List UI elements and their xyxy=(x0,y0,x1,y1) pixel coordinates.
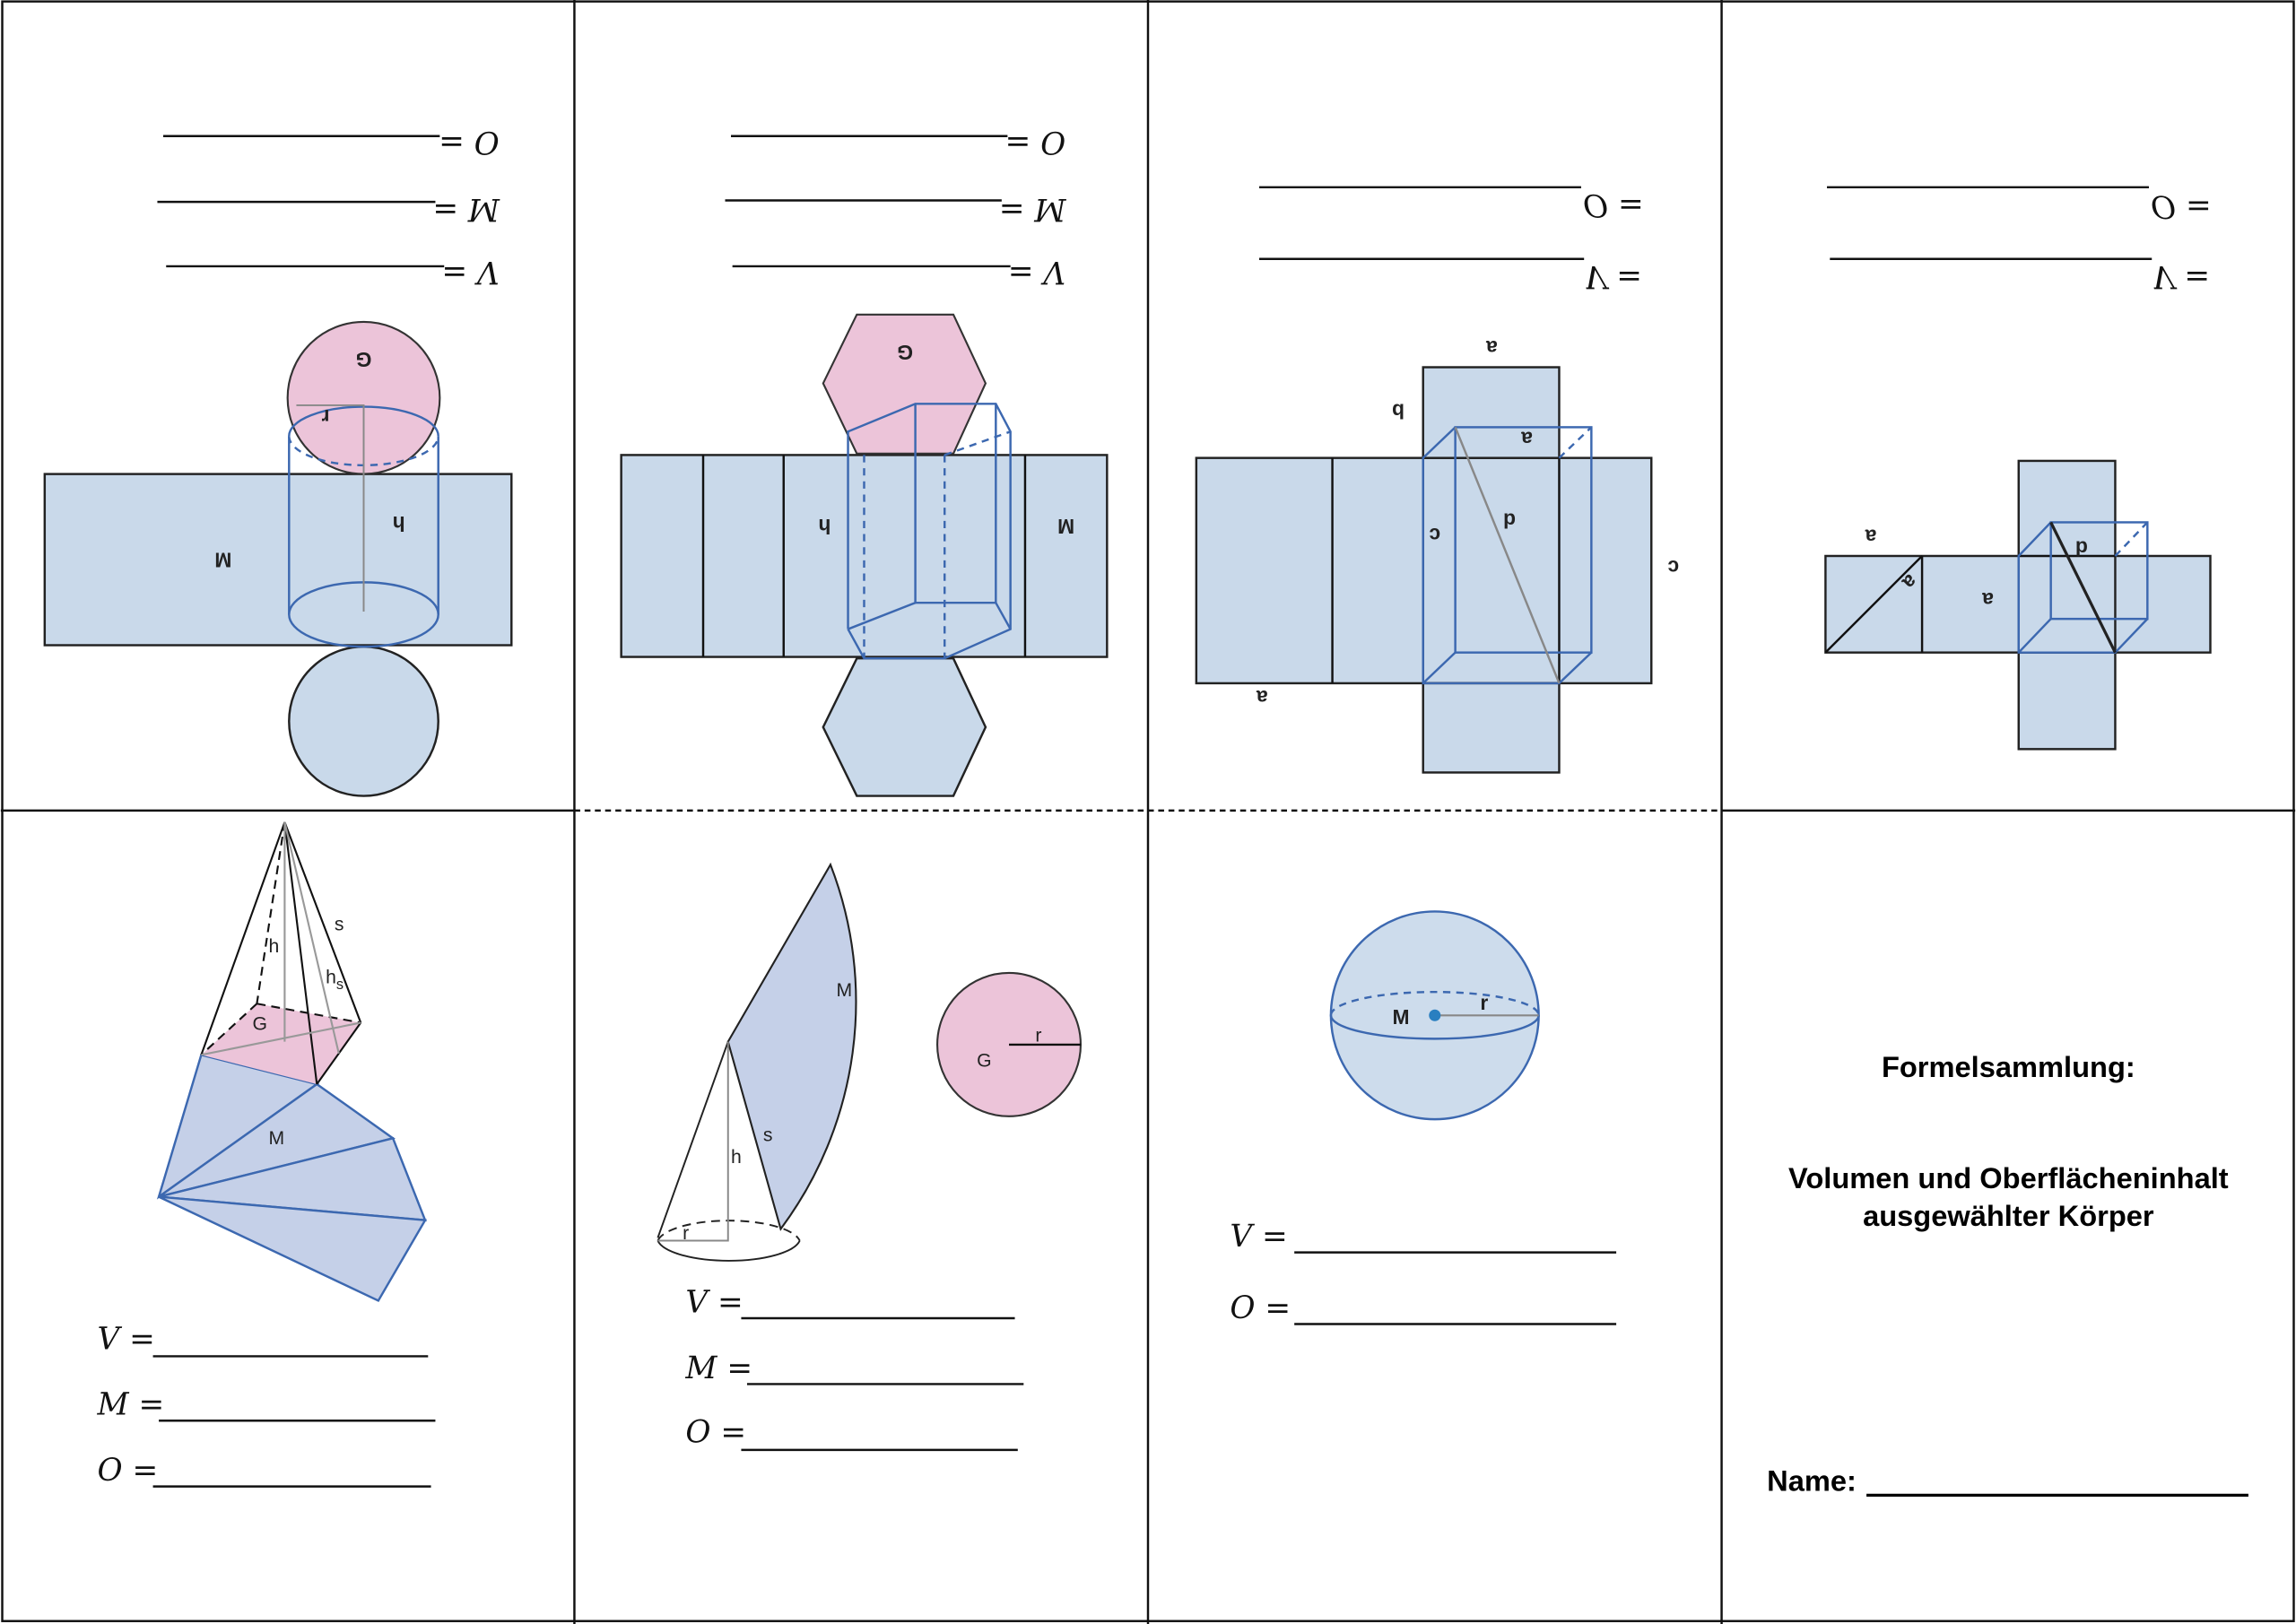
label-g: G xyxy=(977,1050,991,1071)
label-h: h xyxy=(393,512,405,535)
cube-3d-drawing xyxy=(2017,521,2149,654)
pyramid-v-label: V = xyxy=(98,1321,155,1357)
hex-prism-cell: O = M = V = G h M xyxy=(620,124,1109,797)
cover-title: Formelsammlung: xyxy=(1882,1050,2135,1083)
cube-v-label: V = xyxy=(2152,258,2210,294)
pyramid-m-label: M = xyxy=(97,1387,165,1423)
label-a: a xyxy=(1486,336,1498,360)
cylinder-3d-drawing xyxy=(288,404,439,648)
cone-m-label: M = xyxy=(684,1350,752,1386)
label-h: h xyxy=(818,515,831,538)
label-g: G xyxy=(253,1014,267,1035)
cone-3d-drawing xyxy=(657,1041,801,1262)
cuboid-o-label: O = xyxy=(1583,187,1644,222)
label-a: a xyxy=(1982,588,1994,612)
cone-v-label: V = xyxy=(685,1284,743,1320)
pyramid-cell: s h hs G M V = M = O = xyxy=(97,821,436,1489)
sphere-cell: M r V = O = xyxy=(1230,910,1617,1326)
label-c: c xyxy=(1667,556,1679,579)
label-r: r xyxy=(1035,1026,1041,1046)
label-r: r xyxy=(1480,991,1488,1014)
label-d: d xyxy=(1503,509,1516,533)
name-label: Name: xyxy=(1767,1464,1857,1498)
cylinder-lateral-surface xyxy=(43,473,513,647)
cuboid-v-label: V = xyxy=(1585,258,1642,294)
label-h: h xyxy=(731,1147,742,1168)
cylinder-v-label: V = xyxy=(441,254,499,290)
label-s: s xyxy=(335,915,344,935)
prism-base-bottom xyxy=(822,656,987,797)
label-m: M xyxy=(836,980,852,1001)
prism-v-label: V = xyxy=(1008,254,1065,290)
cone-o-label: O = xyxy=(685,1415,746,1451)
prism-o-label: O = xyxy=(1005,124,1066,160)
cylinder-cell: O = M = V = G r h M xyxy=(43,124,513,797)
cuboid-cell: O = V = a b a d c c a xyxy=(1195,186,1679,774)
label-a: a xyxy=(1521,427,1533,450)
pyramid-o-label: O = xyxy=(98,1453,159,1489)
label-c: c xyxy=(1429,524,1440,547)
sphere-v-label: V = xyxy=(1230,1219,1287,1255)
cuboid-3d-drawing xyxy=(1422,426,1593,685)
label-a: a xyxy=(1865,525,1876,549)
cover-subtitle: Volumen und Oberflächeninhalt xyxy=(1788,1161,2229,1194)
label-g: G xyxy=(356,348,372,371)
cylinder-o-label: O = xyxy=(439,124,500,160)
cube-o-label: O = xyxy=(2151,188,2212,224)
label-a: a xyxy=(1257,686,1268,709)
prism-base-top xyxy=(822,313,987,455)
label-m: M xyxy=(1392,1005,1409,1029)
cylinder-m-label: M = xyxy=(432,191,500,227)
prism-m-label: M = xyxy=(999,191,1067,227)
cone-lateral-sector xyxy=(726,862,857,1231)
cube-cell: O = V = a a a d xyxy=(1824,186,2212,751)
label-r: r xyxy=(322,405,330,429)
cylinder-base-bottom xyxy=(288,645,439,797)
pyramid-3d-drawing xyxy=(200,821,362,1085)
label-h: h xyxy=(268,936,279,957)
sphere-o-label: O = xyxy=(1230,1290,1291,1326)
label-r: r xyxy=(683,1223,689,1244)
label-s: s xyxy=(763,1125,773,1146)
cone-cell: M G r s h r V = M = O = xyxy=(657,862,1083,1452)
label-m: M xyxy=(1057,515,1074,538)
label-m: M xyxy=(214,549,231,572)
label-d: d xyxy=(2075,537,2088,560)
cover-subtitle-2: ausgewählter Körper xyxy=(1863,1199,2154,1232)
label-m: M xyxy=(268,1128,284,1149)
sphere-center-dot xyxy=(1429,1009,1441,1021)
label-g: G xyxy=(897,341,913,364)
cover-cell: Formelsammlung: Volumen und Oberflächeni… xyxy=(1767,1050,2248,1498)
pyramid-net xyxy=(156,1003,428,1303)
label-hs: hs xyxy=(326,967,344,993)
prism-3d-drawing xyxy=(847,403,1012,660)
label-b: b xyxy=(1392,399,1405,422)
